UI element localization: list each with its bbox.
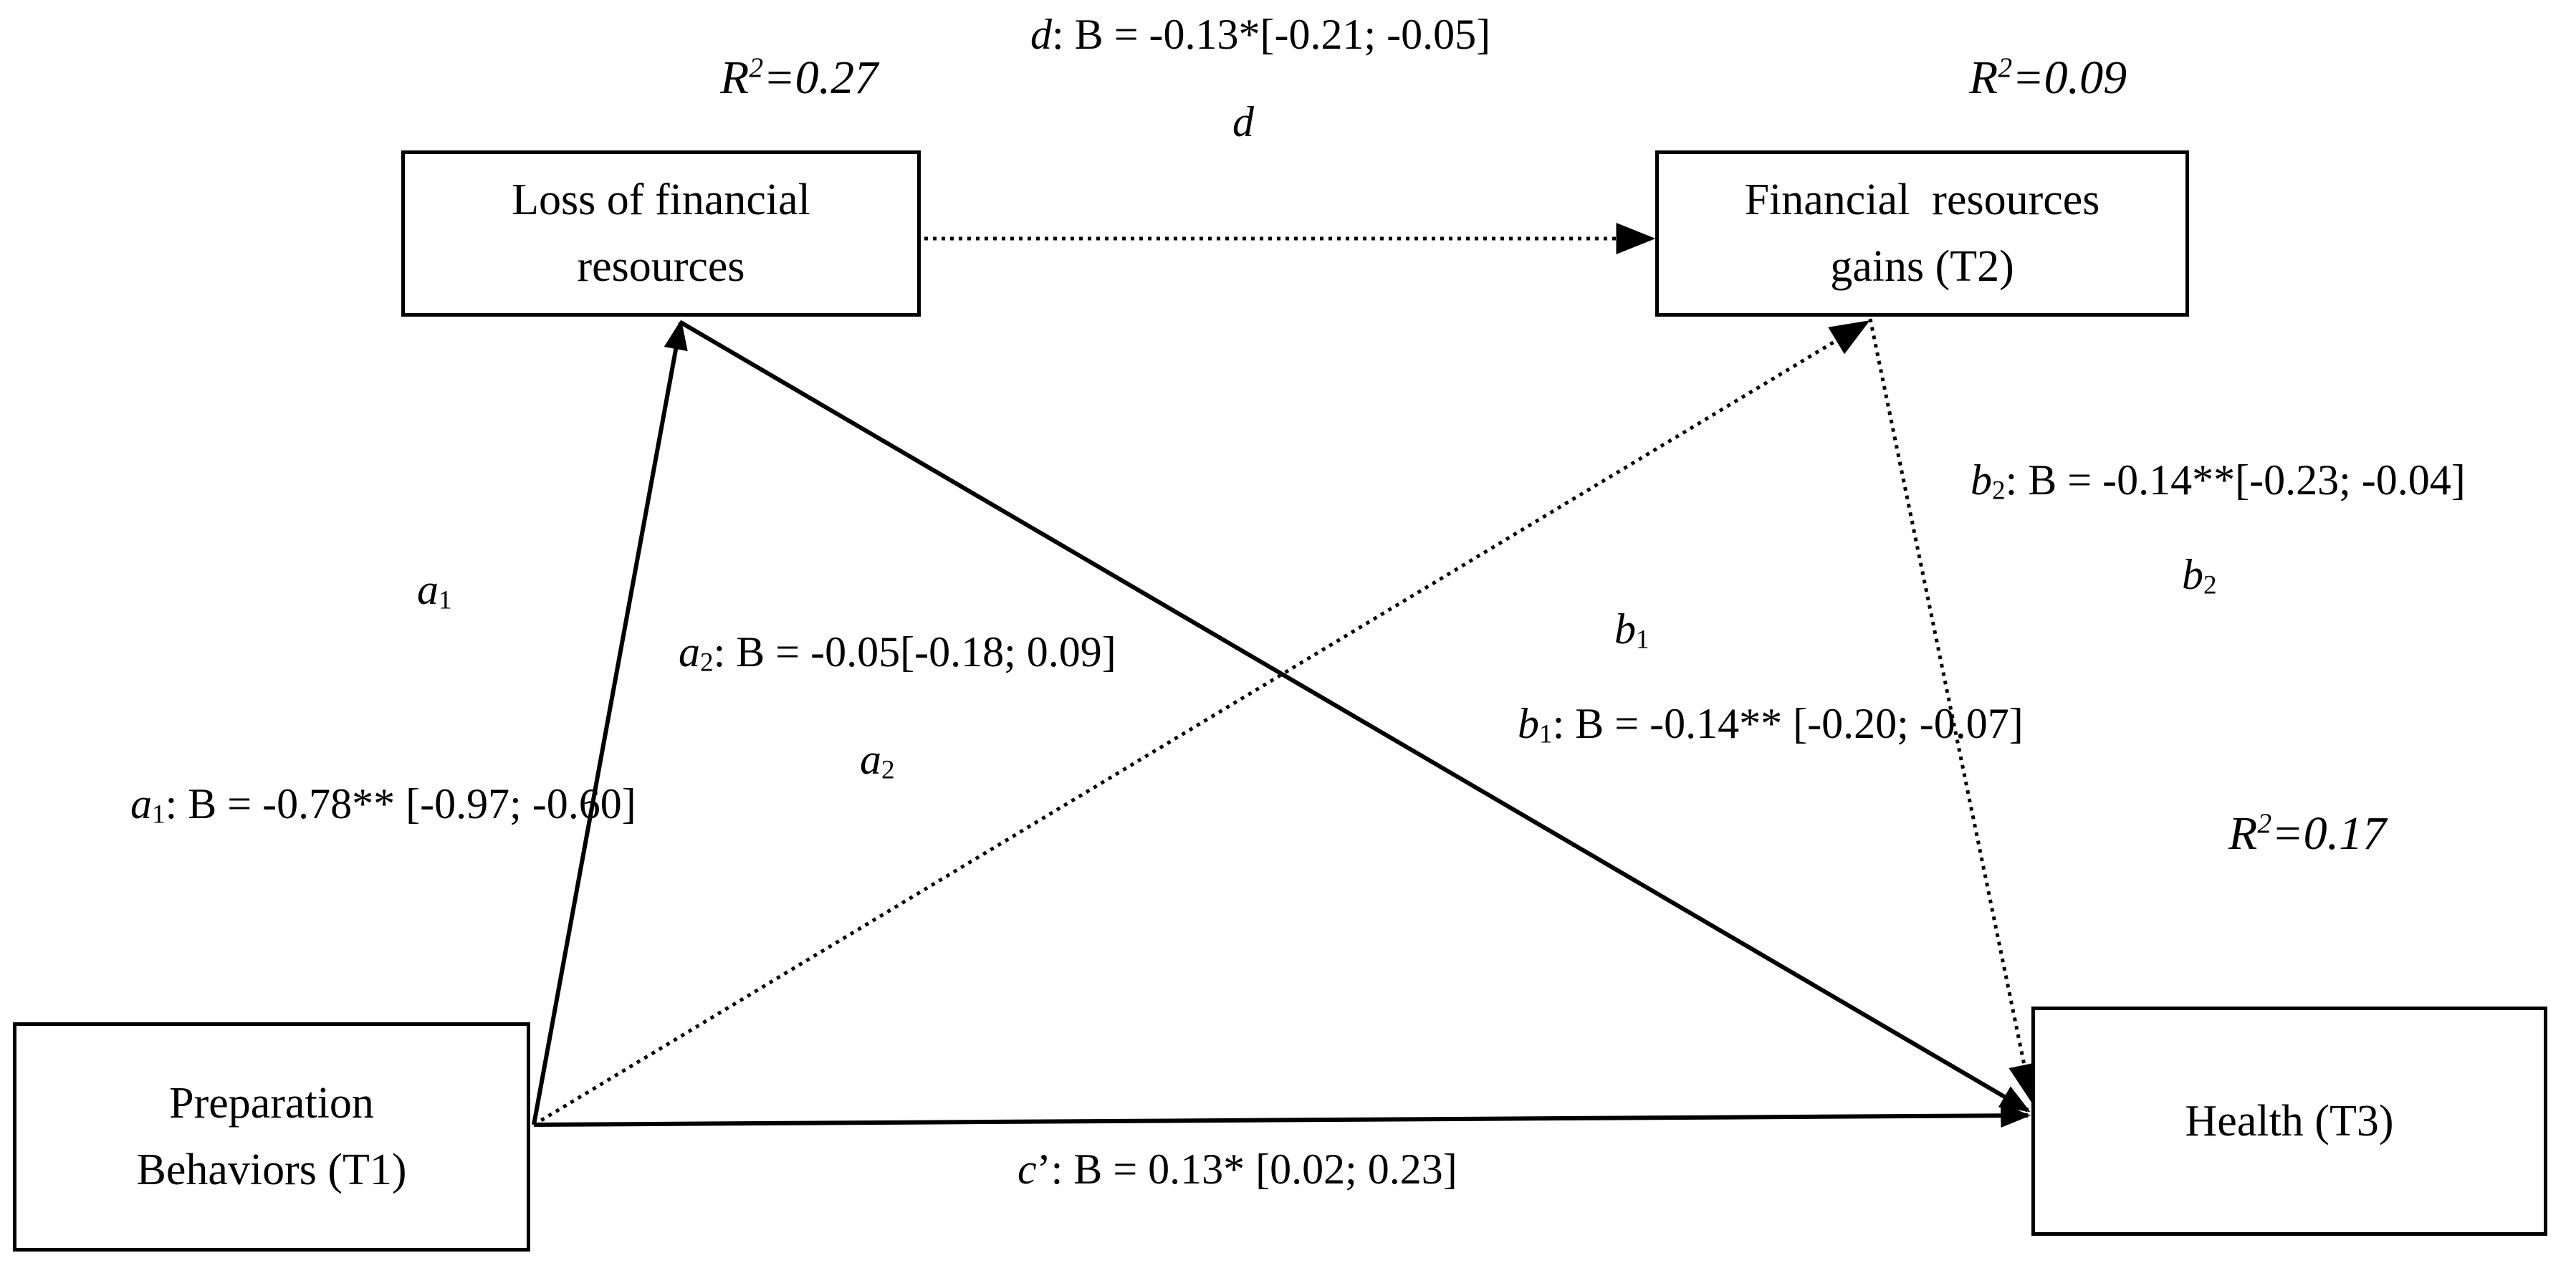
- node-health-label: Health (T3): [2185, 1088, 2394, 1155]
- path-a2-arrow: [532, 320, 1870, 1127]
- path-b2-arrow: [1868, 318, 2040, 1104]
- r2-health: R2=0.17: [2228, 807, 2387, 860]
- path-a1-letter: a1: [417, 566, 452, 615]
- r2-loss: R2=0.27: [720, 52, 878, 104]
- path-c-arrow: [533, 1103, 2031, 1128]
- path-a2-stat-label: a2: B = -0.05[-0.18; 0.09]: [679, 628, 1116, 678]
- node-label-line: Loss of financial: [512, 176, 810, 224]
- node-label-line: Financial resources: [1744, 176, 2100, 224]
- path-b1-letter: b1: [1614, 605, 1649, 655]
- path-c-stat-label: c’: B = 0.13* [0.02; 0.23]: [1018, 1146, 1457, 1193]
- path-d-letter: d: [1232, 98, 1254, 145]
- path-b2-stat-label: b2: B = -0.14**[-0.23; -0.04]: [1971, 456, 2466, 506]
- node-label-line: gains (T2): [1830, 242, 2014, 291]
- path-d-stat-label: d: B = -0.13*[-0.21; -0.05]: [1030, 11, 1491, 58]
- node-label-line: resources: [577, 242, 745, 291]
- node-label-line: Health (T3): [2185, 1096, 2394, 1146]
- path-a1-arrow: [532, 319, 688, 1125]
- path-b2-letter: b2: [2182, 551, 2217, 600]
- node-loss-label: Loss of financial resources: [512, 167, 810, 300]
- node-health: Health (T3): [2031, 1007, 2547, 1236]
- path-a1-stat-label: a1: B = -0.78** [-0.97; -0.60]: [130, 780, 636, 830]
- path-b1-stat-label: b1: B = -0.14** [-0.20; -0.07]: [1518, 700, 2024, 749]
- node-label-line: Preparation: [169, 1079, 374, 1128]
- node-gains-label: Financial resources gains (T2): [1745, 167, 2100, 300]
- node-label-line: Behaviors (T1): [136, 1146, 407, 1194]
- r2-gains: R2=0.09: [1969, 52, 2127, 104]
- path-b1-arrow: [679, 320, 2031, 1113]
- path-a2-letter: a2: [860, 736, 895, 785]
- node-loss-of-financial-resources: Loss of financial resources: [401, 150, 921, 317]
- node-financial-resources-gains: Financial resources gains (T2): [1655, 150, 2189, 317]
